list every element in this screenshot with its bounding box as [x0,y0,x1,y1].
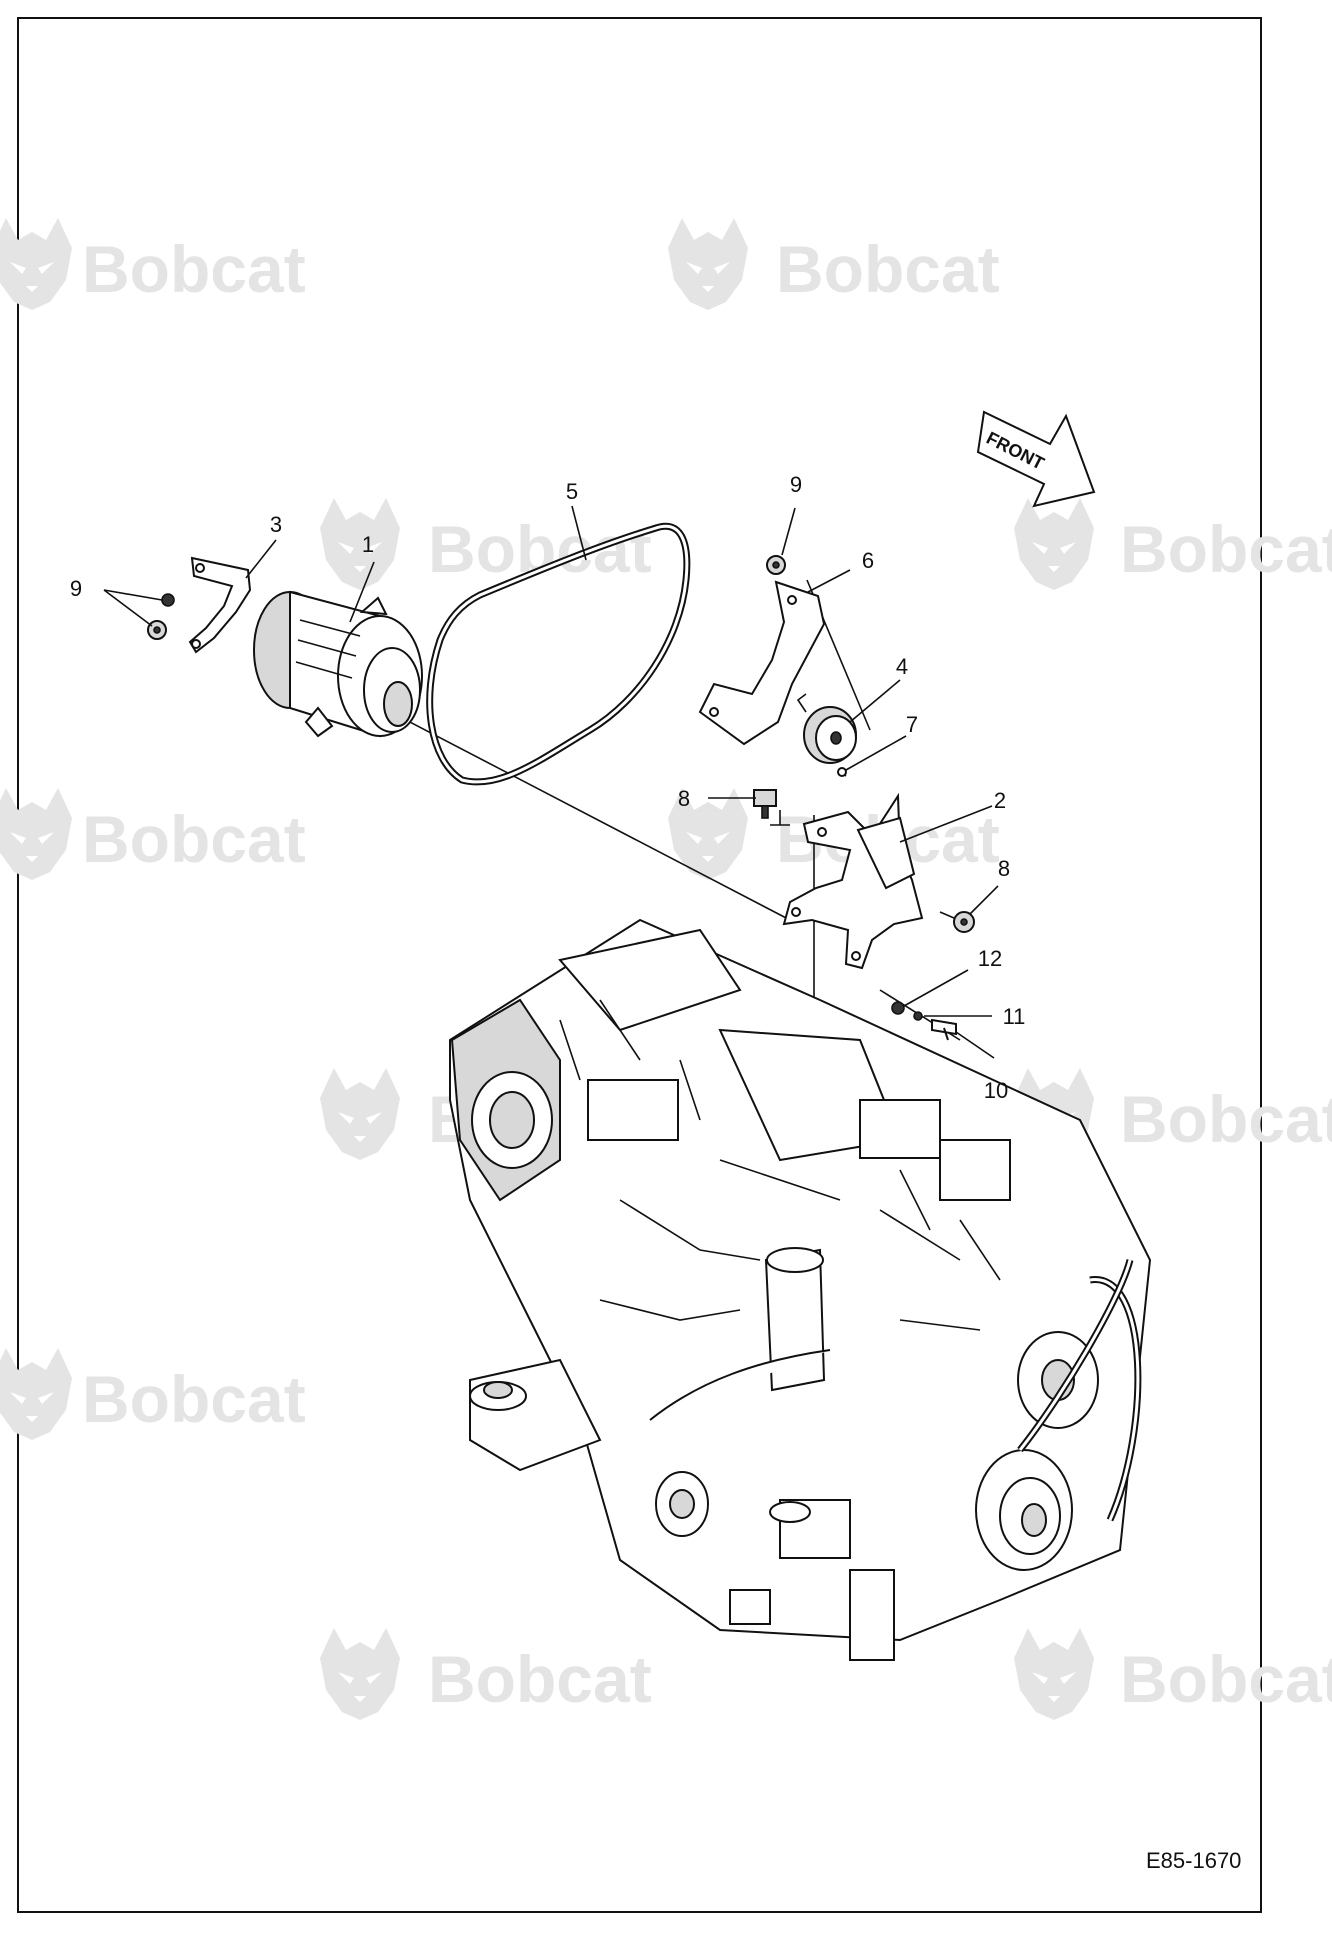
bobcat-logo-icon [0,788,72,880]
part-6-bracket [698,580,826,746]
watermark-text: Bobcat [82,232,306,306]
watermark-text: Bobcat [428,512,652,586]
callout-9-left: 9 [70,576,82,601]
watermark-text: Bobcat [1120,1642,1332,1716]
callout-12: 12 [978,946,1002,971]
callout-7: 7 [906,712,918,737]
part-11-washer [913,1011,923,1021]
part-9-nut-top [766,555,786,575]
watermark: Bobcat [1014,498,1332,590]
bobcat-logo-icon [1014,1628,1094,1720]
callout-6: 6 [862,548,874,573]
watermark: Bobcat [0,1348,306,1440]
callout-9-top: 9 [790,472,802,497]
watermark-text: Bobcat [82,1362,306,1436]
callout-5: 5 [566,479,578,504]
watermark-text: Bobcat [428,1642,652,1716]
watermark: Bobcat [0,218,306,310]
callout-8-upper: 8 [678,786,690,811]
part-2-bracket [782,792,924,970]
part-7-spacer [837,767,847,777]
watermark-text: Bobcat [1120,1082,1332,1156]
part-9-bolts-left [147,593,175,640]
front-direction-arrow: FRONT [976,410,1096,508]
bobcat-logo-icon [1014,498,1094,590]
part-3-bracket [188,556,252,654]
part-8-bolt-lower [939,911,975,933]
callout-3: 3 [270,512,282,537]
part-8-bolt-upper [753,789,777,819]
callout-2: 2 [994,788,1006,813]
watermark: Bobcat [1014,1068,1332,1160]
watermark: Bobcat [668,218,1000,310]
part-5-belt [426,522,691,786]
drawing-reference-code: E85-1670 [1146,1848,1241,1873]
bobcat-logo-icon [320,498,400,590]
watermark-text: Bobcat [776,232,1000,306]
callout-1: 1 [362,532,374,557]
part-10-bolt [931,1018,957,1041]
part-4-idler-pulley [796,693,857,764]
engine-assembly [449,918,1152,1661]
watermark-text: Bobcat [1120,512,1332,586]
bobcat-logo-icon [320,1628,400,1720]
bobcat-logo-icon [0,218,72,310]
leader-lines [103,505,999,1059]
bobcat-logo-icon [668,218,748,310]
bobcat-logo-icon [320,1068,400,1160]
callout-10: 10 [984,1078,1008,1103]
callout-11: 11 [1003,1004,1026,1029]
callout-4: 4 [896,654,908,679]
bobcat-logo-icon [0,1348,72,1440]
part-1-compressor [253,590,423,738]
part-12-nut [891,1001,905,1015]
drawing-frame [17,17,1262,1913]
watermark: Bobcat [320,1628,652,1720]
callout-labels: 1 2 3 4 5 6 7 8 8 9 9 10 11 12 [70,472,1026,1103]
callout-8-lower: 8 [998,856,1010,881]
watermark: Bobcat [0,788,306,880]
watermark: Bobcat [1014,1628,1332,1720]
watermark-text: Bobcat [82,802,306,876]
